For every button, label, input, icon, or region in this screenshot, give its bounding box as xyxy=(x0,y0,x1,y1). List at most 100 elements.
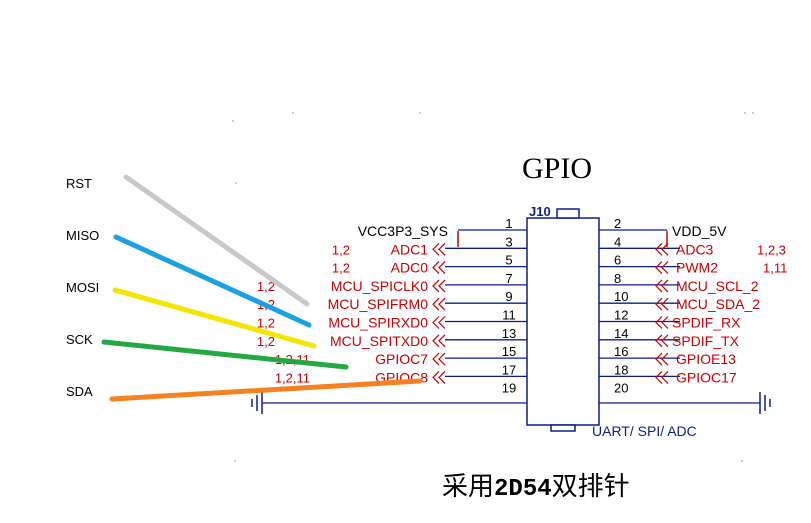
power-symbols xyxy=(251,231,771,414)
caption-code: 2D54 xyxy=(494,476,552,503)
left-note-label: 1,2 xyxy=(257,334,275,349)
right-net-label: SPDIF_TX xyxy=(672,333,740,349)
left-net-label: MCU_SPICLK0 xyxy=(331,278,428,294)
right-pin-group: 2 VDD_5V 4 ADC3 1,2,3 6 PWM2 1,11 8 MCU_SCL_2 10 MC… xyxy=(599,216,787,396)
right-pin-number: 14 xyxy=(614,326,628,341)
signal-wire-mosi xyxy=(112,287,317,349)
signal-label-sck: SCK xyxy=(66,332,93,347)
right-port-chevron xyxy=(655,242,663,256)
right-port-chevron xyxy=(655,334,663,348)
signal-label-mosi: MOSI xyxy=(66,280,99,295)
left-port-chevron xyxy=(438,316,446,329)
left-port-chevron xyxy=(432,261,440,275)
signal-label-miso: MISO xyxy=(66,228,99,243)
left-pin-number: 11 xyxy=(502,308,516,323)
right-port-chevron xyxy=(655,297,663,311)
left-port-chevron xyxy=(438,297,446,311)
diagram-title: GPIO xyxy=(522,152,592,185)
left-port-chevron xyxy=(432,352,440,366)
right-pin-number: 12 xyxy=(614,308,628,323)
left-port-chevron xyxy=(438,370,446,384)
left-net-label: MCU_SPIFRM0 xyxy=(328,296,429,312)
right-net-label: PWM2 xyxy=(676,260,718,276)
connector-ref: J10 xyxy=(529,204,551,219)
signal-wire-sda xyxy=(109,378,423,402)
right-port-chevron xyxy=(655,352,663,366)
right-port-chevron xyxy=(655,279,663,293)
left-pin-number: 1 xyxy=(505,216,512,231)
signal-wire-rst xyxy=(123,174,310,307)
right-port-chevron xyxy=(661,297,669,311)
right-pin-number: 10 xyxy=(614,289,628,304)
right-port-chevron xyxy=(661,261,669,275)
signal-label-rst: RST xyxy=(66,176,92,191)
connector-tab-bottom xyxy=(550,424,576,432)
left-pin-number: 5 xyxy=(505,253,512,268)
left-port-chevron xyxy=(438,334,446,348)
left-pin-group: 1VCC3P3_SYS3ADC11,25ADC01,27MCU_SPICLK01… xyxy=(257,216,527,396)
right-port-chevron xyxy=(655,370,663,384)
left-port-chevron xyxy=(432,316,440,329)
left-port-chevron xyxy=(432,242,440,256)
right-net-label: GPIOE13 xyxy=(676,351,736,367)
right-pin-number: 18 xyxy=(614,362,628,377)
left-pin-number: 7 xyxy=(505,271,512,286)
left-port-chevron xyxy=(438,279,446,293)
right-port-chevron xyxy=(655,316,663,329)
right-port-chevron xyxy=(661,279,669,293)
left-net-label: GPIOC7 xyxy=(375,351,428,367)
left-net-label: MCU_SPIRXD0 xyxy=(328,315,428,331)
right-net-label: MCU_SCL_2 xyxy=(676,278,759,294)
left-pin-number: 9 xyxy=(505,289,512,304)
left-note-label: 1,2 xyxy=(332,242,350,257)
right-net-label: GPIOC17 xyxy=(676,369,737,385)
background-dots xyxy=(232,112,754,462)
left-port-chevron xyxy=(432,297,440,311)
left-note-label: 1,2 xyxy=(257,279,275,294)
connector-note: UART/ SPI/ ADC xyxy=(592,423,697,439)
right-note-label: 1,2,3 xyxy=(757,242,786,257)
right-pin-number: 16 xyxy=(614,344,628,359)
left-net-label: ADC1 xyxy=(391,241,429,257)
left-note-label: 1,2,11 xyxy=(275,370,310,385)
signal-label-sda: SDA xyxy=(66,384,93,399)
left-pin-number: 15 xyxy=(502,344,516,359)
right-pin-number: 6 xyxy=(614,253,621,268)
left-pin-number: 19 xyxy=(502,381,516,396)
left-net-label: ADC0 xyxy=(391,260,429,276)
right-port-chevron xyxy=(661,370,669,384)
left-port-chevron xyxy=(432,334,440,348)
left-pin-number: 13 xyxy=(502,326,516,341)
left-pin-number: 3 xyxy=(505,234,512,249)
right-port-chevron xyxy=(661,334,669,348)
caption: 采用2D54双排针 xyxy=(442,466,630,503)
right-pin-number: 20 xyxy=(614,381,628,396)
right-net-label: VDD_5V xyxy=(672,223,727,239)
right-port-chevron xyxy=(661,242,669,256)
left-port-chevron xyxy=(438,352,446,366)
right-net-label: SPDIF_RX xyxy=(672,315,741,331)
left-net-label: MCU_SPITXD0 xyxy=(330,333,428,349)
left-note-label: 1,2 xyxy=(257,316,275,331)
right-note-label: 1,11 xyxy=(763,261,787,276)
right-port-chevron xyxy=(661,316,669,329)
left-note-label: 1,2 xyxy=(332,261,350,276)
left-port-chevron xyxy=(432,370,440,384)
connector-body xyxy=(526,217,600,426)
left-port-chevron xyxy=(438,242,446,256)
right-port-chevron xyxy=(661,352,669,366)
caption-prefix: 采用 xyxy=(442,472,495,502)
connector-tab-top xyxy=(556,208,580,219)
caption-suffix: 双排针 xyxy=(551,472,630,502)
right-pin-number: 4 xyxy=(614,234,621,249)
right-pin-number: 8 xyxy=(614,271,621,286)
signal-wire-sck xyxy=(101,339,349,370)
right-pin-number: 2 xyxy=(614,216,621,231)
signal-annotations: RST MISO MOSI SCK SDA xyxy=(66,174,423,402)
right-net-label: ADC3 xyxy=(676,241,714,257)
left-port-chevron xyxy=(432,279,440,293)
signal-wire-miso xyxy=(113,234,312,328)
right-net-label: MCU_SDA_2 xyxy=(676,296,760,312)
